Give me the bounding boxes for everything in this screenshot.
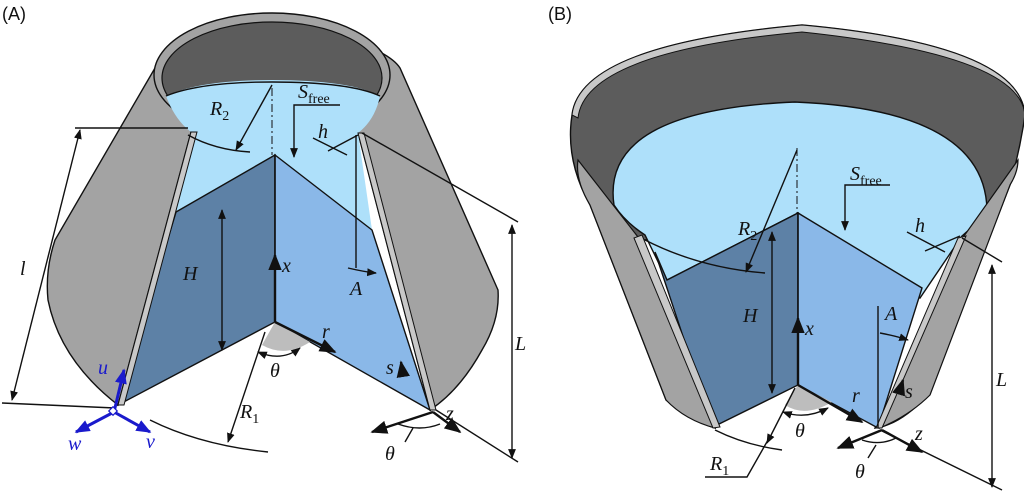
z-arrow-b	[881, 428, 924, 454]
r1-arc-b	[714, 429, 783, 451]
a-arc-a	[347, 267, 377, 277]
sfree-leader-a	[290, 104, 340, 158]
base-theta-arc-b	[861, 437, 897, 444]
fluid-b-dark-face	[654, 211, 799, 428]
label-L-b: L	[995, 369, 1007, 391]
w-axis-arrow	[74, 410, 115, 434]
label-sfree-b: Sfree	[850, 163, 882, 189]
label-theta-base-b: θ	[855, 461, 865, 483]
panel-a-label: (A)	[2, 4, 26, 24]
r1-arrow-a	[227, 331, 266, 443]
label-l-a: l	[20, 258, 26, 280]
free-surface-a	[166, 80, 380, 230]
v-axis-arrow	[113, 410, 152, 434]
label-z-a: z	[445, 403, 454, 425]
L-ext-top-b	[961, 237, 1003, 263]
tank-b-right-wall	[878, 158, 1019, 430]
wall-b-left-edge	[633, 234, 721, 429]
free-surface-a-edge	[165, 81, 381, 97]
theta-arc-b	[782, 407, 829, 419]
base-theta-arrow-a	[370, 410, 434, 434]
label-r-b: r	[852, 385, 860, 407]
tank-a-right-wall	[357, 50, 499, 412]
label-r-a: r	[322, 321, 330, 343]
h-leader-a	[327, 134, 359, 152]
label-L-a: L	[514, 333, 526, 355]
label-s-a: s	[386, 357, 394, 379]
sfree-leader-b	[841, 184, 890, 231]
label-x-b: x	[804, 318, 814, 340]
base-theta-arrow-b	[836, 428, 883, 450]
label-w: w	[68, 433, 82, 455]
label-r2-b: R2	[737, 218, 757, 244]
label-sfree-a: Sfree	[298, 81, 330, 107]
label-z-b: z	[914, 423, 923, 445]
l-dimension-a	[10, 129, 82, 401]
tank-b-left-wall	[576, 158, 717, 429]
right-angle-mark	[107, 405, 119, 417]
theta-wedge-a	[262, 322, 310, 351]
label-h-a: h	[318, 121, 328, 143]
label-theta-center-b: θ	[795, 420, 805, 442]
label-theta-base-a: θ	[385, 443, 395, 465]
base-theta-leader-a	[404, 427, 414, 443]
label-theta-center-a: θ	[270, 360, 280, 382]
h-leader-b	[924, 235, 961, 252]
panel-b: (B) x r θ R2 Sfree	[548, 4, 1024, 491]
label-r1-b: R1	[709, 453, 729, 479]
L-ext-top-a	[361, 132, 519, 223]
r-axis-arrow-a	[274, 320, 337, 354]
s-arrow-a	[396, 360, 410, 378]
label-s-b: s	[905, 381, 913, 403]
r1-leader-b	[705, 439, 769, 478]
r-axis-arrow-b	[797, 383, 864, 424]
label-H-b: H	[742, 305, 759, 327]
r2-arrow-a	[235, 84, 273, 151]
u-axis-arrow	[112, 368, 127, 413]
l-ext-bottom-a	[1, 402, 116, 409]
r1-arc-a	[149, 419, 269, 453]
wall-a-left-edge	[117, 131, 198, 406]
s-arrow-b	[892, 378, 905, 397]
tank-b-rim	[571, 24, 1024, 119]
theta-arc-a	[257, 347, 301, 360]
theta-wedge-b	[785, 385, 832, 411]
r2-arrow-b	[745, 149, 798, 273]
r2-arc-a	[187, 134, 251, 153]
base-theta-arc-a	[397, 423, 441, 429]
panel-b-label: (B)	[548, 4, 572, 24]
z-arrow-a	[432, 411, 462, 433]
label-u: u	[98, 357, 108, 379]
label-h-b: h	[915, 215, 925, 237]
label-A-b: A	[883, 303, 898, 325]
panel-a: (A) x r θ R2	[1, 4, 526, 465]
a-arc-b	[879, 332, 909, 341]
free-surface-b	[612, 101, 988, 299]
label-x-a: x	[281, 255, 291, 277]
label-H-a: H	[182, 263, 199, 285]
h-mark-b	[906, 231, 946, 253]
label-r2-a: R2	[209, 98, 229, 124]
r1-arrow-b	[766, 387, 796, 444]
label-v: v	[146, 431, 155, 453]
base-theta-leader-b	[867, 444, 877, 459]
label-r1-a: R1	[239, 401, 259, 427]
h-mark-a	[312, 137, 348, 156]
label-A-a: A	[348, 278, 363, 300]
